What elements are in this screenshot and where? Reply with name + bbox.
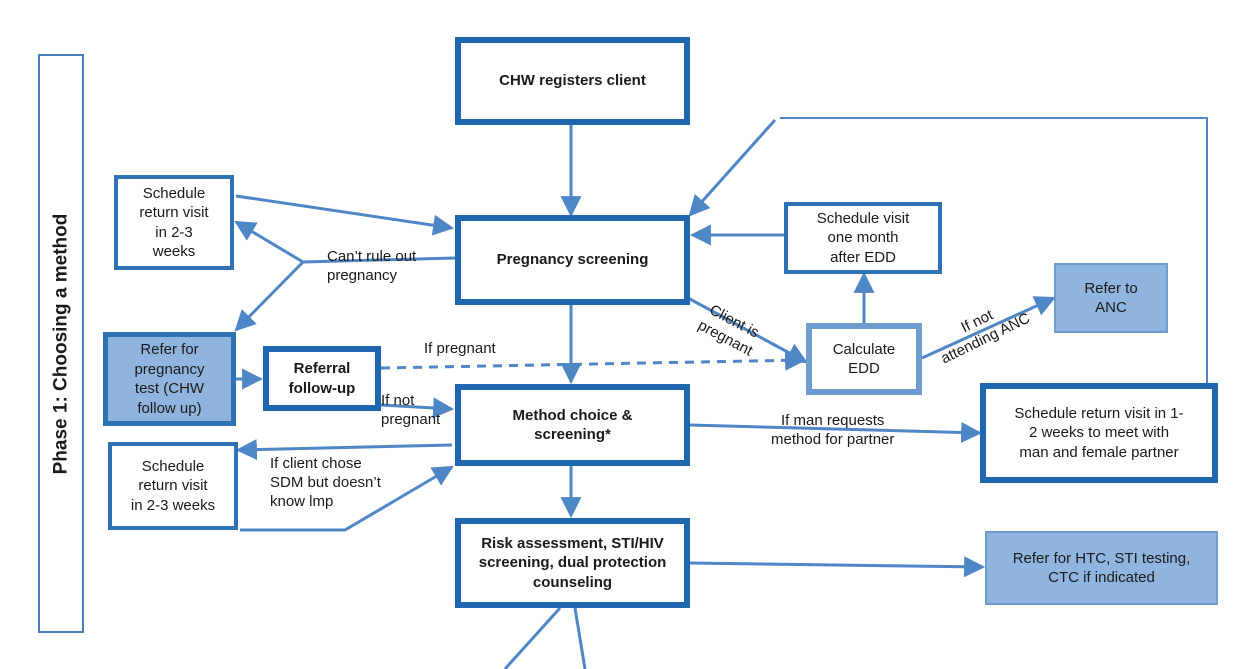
- edge-split-to-refer: [234, 260, 305, 332]
- node-risk-assessment: Risk assessment, STI/HIV screening, dual…: [455, 518, 690, 608]
- node-refer-to-anc: Refer to ANC: [1054, 263, 1168, 333]
- edge-followup-to-edd: [380, 349, 807, 371]
- label-cant-rule-out: Can’t rule out pregnancy: [327, 248, 417, 284]
- edge-edd-to-anc: [921, 296, 1056, 360]
- node-pregnancy-screening: Pregnancy screening: [455, 215, 690, 305]
- edge-method-to-schedule-bottom: [235, 439, 453, 461]
- phase-label: Phase 1: Choosing a method: [50, 213, 72, 474]
- edge-risk-out-left: [503, 606, 562, 669]
- edge-followup-to-method: [380, 397, 455, 419]
- edge-risk-out-right: [573, 607, 587, 669]
- edge-split-to-schedule: [234, 220, 304, 264]
- edge-screening-to-edd: [687, 296, 808, 364]
- node-schedule-return-bottom: Schedule return visit in 2-3 weeks: [108, 442, 238, 530]
- node-chw-registers-client: CHW registers client: [455, 37, 690, 125]
- label-if-client-chose: If client chose SDM but doesn’t know lmp: [270, 455, 381, 510]
- node-referral-follow-up: Referral follow-up: [263, 346, 381, 411]
- node-calculate-edd: Calculate EDD: [806, 323, 922, 395]
- node-schedule-return-top: Schedule return visit in 2-3 weeks: [114, 175, 234, 270]
- label-if-man-requests: If man requests method for partner: [771, 412, 895, 448]
- node-schedule-partner: Schedule return visit in 1- 2 weeks to m…: [980, 383, 1218, 483]
- edge-screening-to-split: [302, 256, 456, 264]
- phase-bar: Phase 1: Choosing a method: [38, 54, 84, 633]
- label-if-pregnant: If pregnant: [424, 340, 496, 357]
- node-refer-htc: Refer for HTC, STI testing, CTC if indic…: [985, 531, 1218, 605]
- node-refer-pregnancy-test: Refer for pregnancy test (CHW follow up): [103, 332, 236, 426]
- edge-method-to-partner: [689, 421, 983, 443]
- edge-partner-loop: [780, 117, 1208, 384]
- edge-risk-to-htc: [689, 556, 986, 578]
- edge-schedule-bottom-to-method: [240, 465, 454, 532]
- edge-schedule-to-screening: [235, 194, 455, 236]
- edge-loop-to-screening: [688, 118, 777, 217]
- node-method-choice: Method choice & screening*: [455, 384, 690, 466]
- label-if-not-pregnant: If not pregnant: [381, 392, 441, 428]
- node-schedule-visit-edd: Schedule visit one month after EDD: [784, 202, 942, 274]
